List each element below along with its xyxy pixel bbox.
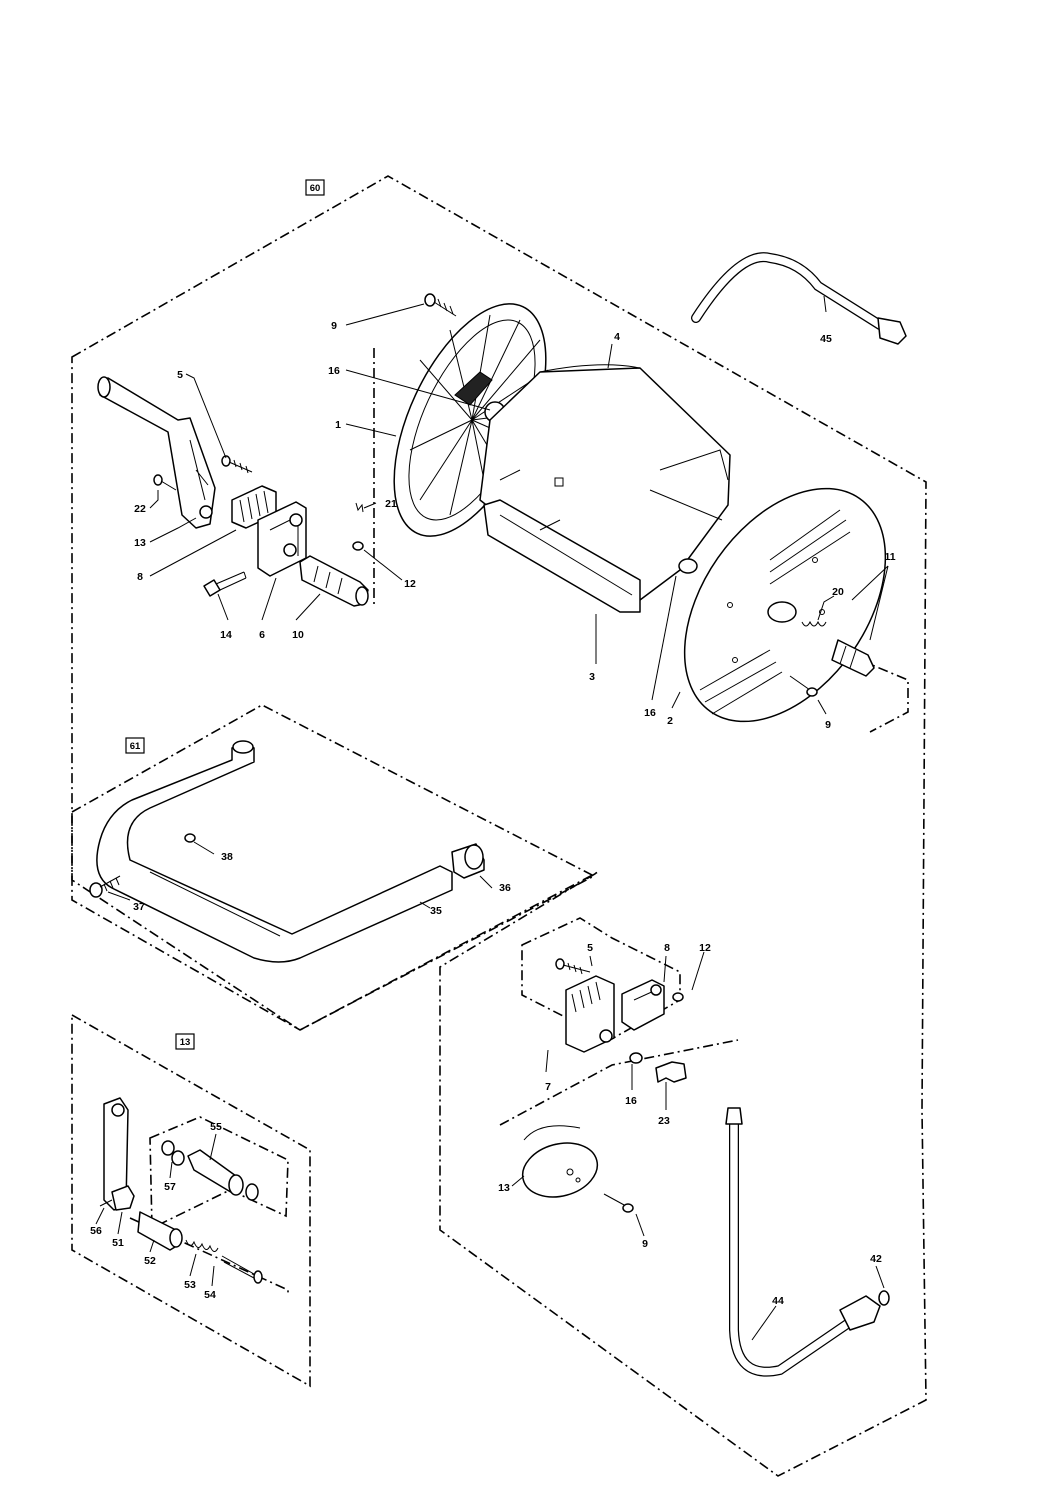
group-label-60: 60: [310, 183, 321, 194]
callout-8-lower: 8: [664, 942, 670, 954]
screw-5-upper-part: [221, 455, 253, 474]
callout-57: 57: [164, 1181, 176, 1193]
bracket-7-part: [565, 975, 615, 1053]
washer-12-upper-part: [352, 541, 364, 551]
screw-9-lower-part: [603, 1193, 634, 1213]
callout-7: 7: [545, 1081, 551, 1093]
screw-5-lower-part: [555, 958, 591, 975]
callout-55: 55: [210, 1121, 222, 1133]
callout-51: 51: [112, 1237, 124, 1249]
screw-22-part: [153, 474, 177, 491]
spring-53-part: [185, 1239, 219, 1252]
group-label-13: 13: [180, 1037, 191, 1048]
callout-16-right: 16: [644, 707, 656, 719]
callout-11: 11: [884, 551, 895, 563]
group-boundaries: [71, 175, 927, 1477]
seal-42-part: [878, 1290, 890, 1306]
callout-8: 8: [137, 571, 143, 583]
washer-57-part: [161, 1140, 185, 1166]
screw-9-upper-part: [424, 293, 457, 317]
clip-21-part: [355, 502, 364, 513]
right-flange-part: [683, 487, 887, 723]
callout-56: 56: [90, 1225, 102, 1237]
hose-45-part: [691, 252, 907, 345]
axle-part-11: [831, 639, 875, 677]
elbow-23-part: [655, 1061, 687, 1083]
group-box-60: 60: [305, 179, 325, 196]
reel-assembly-boundary: [71, 175, 927, 1477]
sleeve-52-part: [137, 1211, 183, 1251]
callout-42: 42: [870, 1253, 882, 1265]
frame-tube-35-part: [96, 740, 453, 963]
cover-13-part: [521, 1125, 599, 1198]
callout-54: 54: [204, 1289, 216, 1301]
nut-38-part: [184, 833, 196, 843]
group-label-61: 61: [130, 741, 141, 752]
callout-16-lower: 16: [625, 1095, 637, 1107]
callout-37: 37: [133, 901, 145, 913]
leader-lines: [95, 295, 889, 1341]
pin-54-part: [221, 1255, 263, 1284]
callout-6: 6: [259, 629, 265, 641]
frame-assembly-boundary: [71, 704, 596, 1031]
seal-ring-16-lower-part: [629, 1052, 643, 1064]
group-box-61: 61: [125, 737, 145, 754]
handle-assembly-boundary: [71, 1013, 311, 1388]
callout-44: 44: [772, 1295, 784, 1307]
pin-56-part: [99, 1199, 113, 1207]
callout-36: 36: [499, 882, 511, 894]
pin-14-part: [203, 571, 247, 597]
callout-5: 5: [177, 369, 183, 381]
end-cap-36-part: [451, 843, 485, 879]
screw-37-part: [89, 875, 121, 898]
screw-9-flange-part: [789, 675, 818, 697]
cover-sub-boundary: [499, 1039, 739, 1126]
callout-12-lower: 12: [699, 942, 711, 954]
callout-3: 3: [589, 671, 595, 683]
seal-ring-16-part: [678, 558, 698, 574]
callout-13-lower: 13: [498, 1182, 510, 1194]
callout-4: 4: [614, 331, 620, 343]
callout-20: 20: [832, 586, 844, 598]
callout-16: 16: [328, 365, 340, 377]
handle-part-51: [111, 1185, 135, 1211]
callout-9-lower: 9: [642, 1238, 648, 1250]
crank-handle-13-part: [97, 376, 216, 529]
callout-9: 9: [331, 320, 337, 332]
callout-13: 13: [134, 537, 146, 549]
bracket-sub-boundary: [521, 917, 681, 1041]
callout-14: 14: [220, 629, 232, 641]
callout-9-flange: 9: [825, 719, 831, 731]
callout-52: 52: [144, 1255, 156, 1267]
shaft-10-part: [299, 555, 369, 607]
callout-45: 45: [820, 333, 832, 345]
callout-12: 12: [404, 578, 416, 590]
clamp-8-lower-part: [621, 979, 665, 1031]
callout-23: 23: [658, 1115, 670, 1127]
washer-12-lower-part: [672, 992, 684, 1002]
callout-38: 38: [221, 851, 233, 863]
callout-1: 1: [335, 419, 341, 431]
callout-22: 22: [134, 503, 146, 515]
callout-10: 10: [292, 629, 304, 641]
callout-35: 35: [430, 905, 442, 917]
grip-55-part: [187, 1149, 259, 1201]
callout-21: 21: [385, 498, 397, 510]
callout-labels: 9 16 1 5 4 45 22 13 8 14 6 10 21 12 3 16…: [90, 320, 896, 1307]
group-box-13: 13: [175, 1033, 195, 1050]
axle-spring-part-20: [801, 620, 827, 627]
axle-sub-boundary: [859, 659, 909, 733]
hose-44-part: [725, 1107, 881, 1377]
callout-53: 53: [184, 1279, 196, 1291]
callout-2: 2: [667, 715, 673, 727]
callout-5-lower: 5: [587, 942, 593, 954]
handle-sub-boundary: [149, 1116, 289, 1230]
drum-panel-part: [483, 499, 641, 613]
